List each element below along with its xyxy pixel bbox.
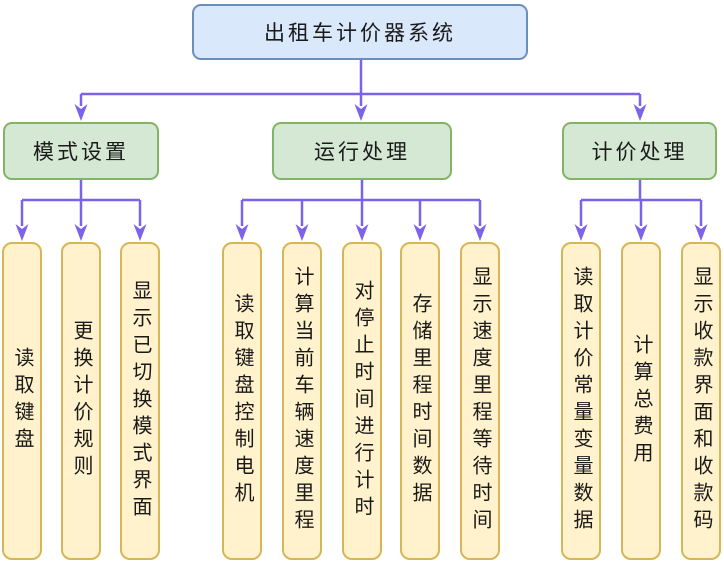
leaf-node-label: 读取键盘控制电机 bbox=[231, 293, 253, 509]
leaf-node-store-mileage-time-data: 存储里程时间数据 bbox=[400, 242, 440, 560]
branch-node-label: 模式设置 bbox=[33, 141, 129, 164]
leaf-node-label: 显示已切换模式界面 bbox=[129, 279, 151, 523]
leaf-node-show-speed-mileage-wait: 显示速度里程等待时间 bbox=[460, 242, 500, 560]
branch-node-label: 运行处理 bbox=[314, 141, 410, 164]
leaf-node-show-switched-mode-ui: 显示已切换模式界面 bbox=[120, 242, 160, 560]
leaf-node-change-pricing-rules: 更换计价规则 bbox=[61, 242, 101, 560]
branch-node-pricing-processing: 计价处理 bbox=[562, 122, 717, 180]
leaf-node-label: 存储里程时间数据 bbox=[409, 293, 431, 509]
leaf-node-label: 更换计价规则 bbox=[70, 320, 92, 482]
leaf-node-label: 显示收款界面和收款码 bbox=[690, 266, 712, 536]
leaf-node-label: 显示速度里程等待时间 bbox=[469, 266, 491, 536]
leaf-node-calc-total-fee: 计算总费用 bbox=[621, 242, 661, 560]
leaf-node-label: 对停止时间进行计时 bbox=[351, 279, 373, 523]
branch-node-mode-settings: 模式设置 bbox=[3, 122, 159, 180]
leaf-node-read-keyboard-control-motor: 读取键盘控制电机 bbox=[222, 242, 262, 560]
leaf-node-label: 计算当前车辆速度里程 bbox=[291, 266, 313, 536]
leaf-node-label: 计算总费用 bbox=[630, 333, 652, 469]
root-node-label: 出租车计价器系统 bbox=[264, 22, 456, 45]
leaf-node-show-payment-ui-qr: 显示收款界面和收款码 bbox=[681, 242, 721, 560]
leaf-node-label: 读取键盘 bbox=[11, 347, 33, 455]
leaf-node-read-keyboard: 读取键盘 bbox=[2, 242, 42, 560]
leaf-node-calc-speed-mileage: 计算当前车辆速度里程 bbox=[282, 242, 322, 560]
leaf-node-label: 读取计价常量变量数据 bbox=[570, 266, 592, 536]
branch-node-label: 计价处理 bbox=[591, 141, 688, 164]
root-node: 出租车计价器系统 bbox=[192, 4, 528, 60]
leaf-node-read-pricing-constants: 读取计价常量变量数据 bbox=[561, 242, 601, 560]
leaf-node-time-stop-duration: 对停止时间进行计时 bbox=[342, 242, 382, 560]
branch-node-run-processing: 运行处理 bbox=[272, 122, 452, 180]
